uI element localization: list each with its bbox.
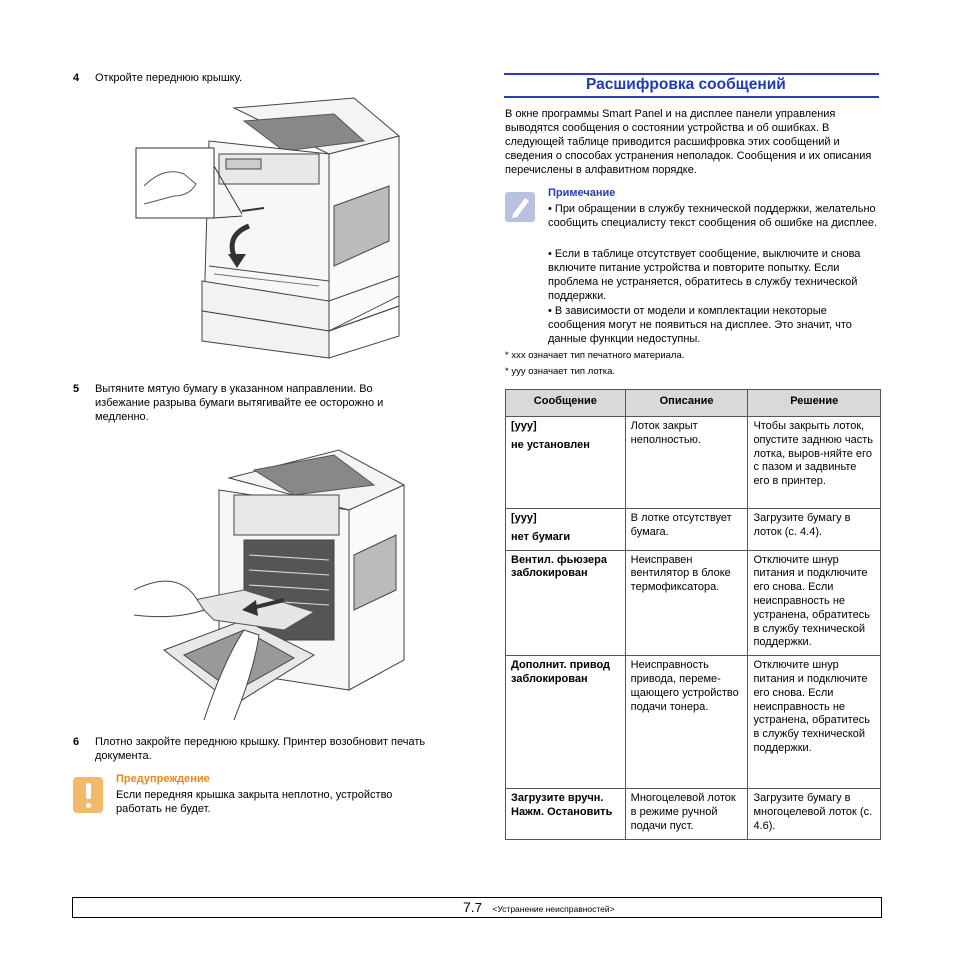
- table-row: [yyy]не установлен Лоток закрыт неполнос…: [505, 416, 881, 509]
- table-row: Дополнит. привод заблокирован Неисправно…: [505, 655, 881, 790]
- page-number: 7: [474, 900, 482, 915]
- step-4-number: 4: [73, 72, 80, 84]
- footnote-xxx: * xxx означает тип печатного материала.: [505, 350, 685, 361]
- note-item-1: • При обращении в службу технической под…: [548, 203, 878, 229]
- step-6-number: 6: [73, 736, 80, 748]
- description-cell: Лоток закрыт неполностью.: [624, 416, 749, 509]
- description-cell: Многоцелевой лоток в режиме ручной подач…: [624, 788, 749, 840]
- page-footer: 7.7 <Устранение неисправностей>: [72, 897, 882, 918]
- message-cell: Вентил. фьюзера заблокирован: [505, 549, 626, 657]
- table-row: Загрузите вручн. Нажм. Остановить Многоц…: [505, 788, 881, 840]
- note-title: Примечание: [548, 187, 616, 199]
- warning-icon: [73, 777, 103, 813]
- message-cell: Загрузите вручн. Нажм. Остановить: [505, 788, 626, 840]
- paper-jam-removal-illustration: [134, 449, 406, 720]
- message-cell: [yyy]не установлен: [505, 416, 626, 509]
- note-icon: [505, 192, 535, 222]
- table-row: [yyy]нет бумаги В лотке отсутствует бума…: [505, 508, 881, 551]
- description-cell: Неисправность привода, переме-щающего ус…: [624, 655, 749, 790]
- solution-cell: Чтобы закрыть лоток, опустите заднюю час…: [747, 416, 881, 509]
- note-item-3: • В зависимости от модели и комплектации…: [548, 305, 852, 345]
- page-number-chapter: 7.: [463, 899, 475, 915]
- message-cell: [yyy]нет бумаги: [505, 508, 626, 551]
- table-header-row: Сообщение Описание Решение: [505, 389, 881, 417]
- footnote-yyy: * yyy означает тип лотка.: [505, 366, 616, 377]
- intro-paragraph: В окне программы Smart Panel и на диспле…: [505, 108, 872, 176]
- warning-title: Предупреждение: [116, 773, 210, 785]
- step-4-text: Откройте переднюю крышку.: [95, 72, 243, 84]
- solution-cell: Загрузите бумагу в многоцелевой лоток (с…: [747, 788, 881, 840]
- solution-cell: Отключите шнур питания и подключите его …: [747, 655, 881, 790]
- heading-bottom-rule: [504, 96, 879, 98]
- heading-top-rule: [504, 73, 879, 75]
- table-row: Вентил. фьюзера заблокирован Неисправен …: [505, 549, 881, 657]
- solution-cell: Отключите шнур питания и подключите его …: [747, 549, 881, 657]
- description-cell: Неисправен вентилятор в блоке термофикса…: [624, 549, 749, 657]
- note-item-2: • Если в таблице отсутствует сообщение, …: [548, 248, 861, 302]
- description-cell: В лотке отсутствует бумага.: [624, 508, 749, 551]
- step-5-text: Вытяните мятую бумагу в указанном направ…: [95, 383, 384, 423]
- warning-text: Если передняя крышка закрыта неплотно, у…: [116, 789, 393, 815]
- step-5-number: 5: [73, 383, 80, 395]
- column-header-solution: Решение: [747, 389, 881, 417]
- messages-table: Сообщение Описание Решение [yyy]не устан…: [505, 389, 881, 840]
- footer-section-name: <Устранение неисправностей>: [492, 904, 615, 914]
- column-header-description: Описание: [624, 389, 749, 417]
- column-header-message: Сообщение: [505, 389, 626, 417]
- section-heading: Расшифровка сообщений: [586, 76, 786, 93]
- printer-open-cover-illustration: [135, 97, 401, 359]
- solution-cell: Загрузите бумагу в лоток (с. 4.4).: [747, 508, 881, 551]
- message-cell: Дополнит. привод заблокирован: [505, 655, 626, 790]
- step-6-text: Плотно закройте переднюю крышку. Принтер…: [95, 736, 426, 762]
